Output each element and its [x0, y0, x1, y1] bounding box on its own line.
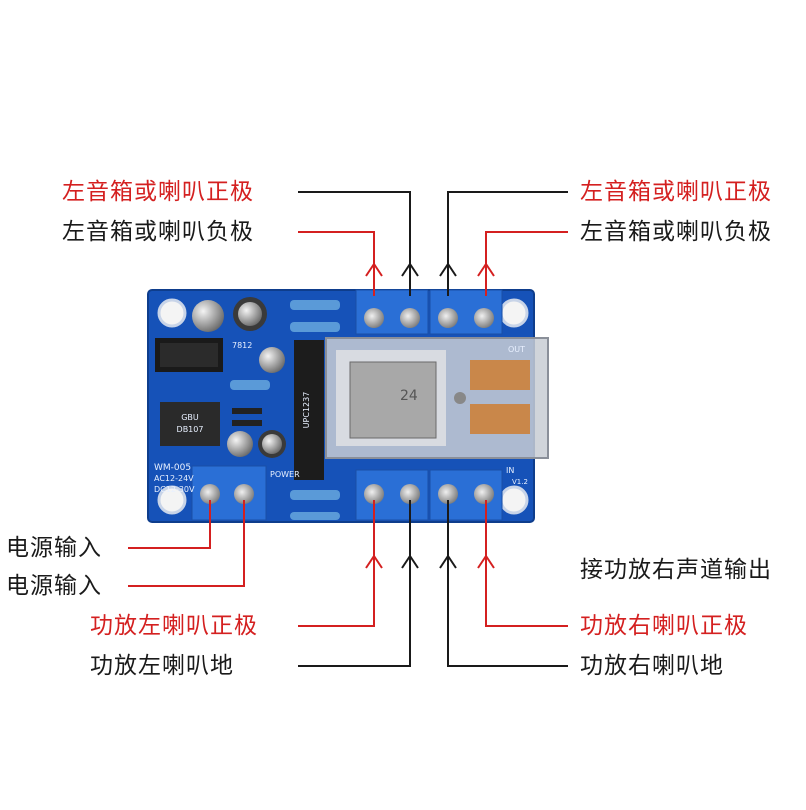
leader-top-right-neg: [485, 231, 568, 268]
resistors: [230, 300, 340, 520]
bottom-arrowheads: [365, 554, 495, 569]
silk-regulator: 7812: [232, 341, 252, 350]
label-right-channel-out: 接功放右声道输出: [580, 557, 772, 583]
terminal-blocks: [191, 289, 503, 521]
top-arrowheads: [365, 262, 495, 277]
label-power-in-1: 电源输入: [6, 535, 102, 561]
label-amp-left-pos: 功放左喇叭正极: [90, 613, 258, 639]
svg-text:GBU: GBU: [181, 413, 199, 422]
silk-ac-spec: AC12-24V: [154, 474, 194, 483]
leader-top-left-pos: [298, 191, 411, 268]
leader-amp-left-gnd: [298, 500, 411, 667]
leader-top-right-pos: [447, 191, 568, 268]
label-power-in-2: 电源输入: [6, 573, 102, 599]
silk-dc-spec: DC12-30V: [154, 485, 195, 494]
label-top-left-neg: 左音箱或喇叭负极: [62, 219, 254, 245]
label-amp-left-gnd: 功放左喇叭地: [90, 653, 234, 679]
label-amp-right-gnd: 功放右喇叭地: [580, 653, 724, 679]
silk-model: WM-005: [154, 463, 191, 473]
ic-upc1237: UPC1237: [294, 340, 324, 480]
silk-in: IN: [506, 466, 514, 475]
silk-power: POWER: [270, 470, 300, 479]
mount-hole-bl: [157, 485, 187, 515]
mount-hole-br: [499, 485, 529, 515]
relay-mark: 24: [400, 388, 418, 404]
capacitors: [192, 297, 286, 458]
top-leaders: [298, 191, 568, 268]
voltage-regulator: [155, 338, 223, 372]
leader-power-1: [128, 500, 211, 549]
bridge-rectifier: GBU DB107: [160, 402, 220, 446]
leader-amp-left-pos: [298, 500, 375, 627]
svg-text:DB107: DB107: [177, 425, 204, 434]
label-amp-right-pos: 功放右喇叭正极: [580, 613, 748, 639]
leader-amp-right-pos: [485, 500, 568, 627]
mount-hole-tl: [157, 298, 187, 328]
relay: [325, 337, 549, 459]
leader-amp-right-gnd: [447, 500, 568, 667]
label-top-right-neg: 左音箱或喇叭负极: [580, 219, 772, 245]
mount-hole-tr: [499, 298, 529, 328]
bottom-leaders: [128, 500, 568, 667]
leader-top-left-neg: [298, 231, 375, 268]
leader-power-2: [128, 500, 245, 587]
silk-version: V1.2: [512, 478, 528, 486]
svg-text:UPC1237: UPC1237: [302, 392, 311, 429]
label-top-right-pos: 左音箱或喇叭正极: [580, 179, 772, 205]
label-top-left-pos: 左音箱或喇叭正极: [62, 179, 254, 205]
silk-out: OUT: [508, 345, 525, 354]
